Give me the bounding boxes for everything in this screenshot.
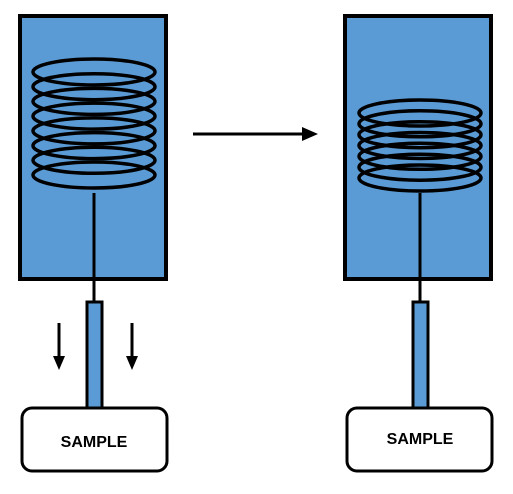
left-down-arrow-1	[53, 323, 65, 370]
left-spring-coil	[31, 130, 157, 161]
right-sample-label: SAMPLE	[387, 431, 454, 448]
left-spring-coil	[31, 145, 157, 176]
right-spring-coil	[357, 141, 483, 172]
right-spring-coil	[357, 130, 483, 161]
right-spring	[357, 98, 483, 193]
transition-arrow	[193, 127, 318, 141]
left-spring-coil	[31, 57, 157, 87]
right-spring-coil	[357, 163, 483, 193]
left-spring-coil	[31, 71, 157, 102]
right-sample-box	[345, 406, 494, 473]
left-spring-coil	[31, 86, 157, 117]
right-spring-coil	[357, 152, 483, 182]
left-assembly: SAMPLE	[18, 14, 169, 473]
left-sample-box	[20, 406, 169, 473]
left-spring-coil	[31, 116, 157, 146]
right-assembly: SAMPLE	[343, 14, 494, 473]
left-spring	[31, 57, 157, 190]
right-spring-coil	[357, 109, 483, 139]
left-down-arrow-2	[126, 323, 138, 370]
left-sample-label: SAMPLE	[61, 434, 128, 451]
right-spring-coil	[357, 119, 483, 150]
right-spring-coil	[357, 98, 483, 128]
left-spring-coil	[31, 101, 157, 131]
right-rod	[411, 300, 430, 420]
left-spring-coil	[31, 160, 157, 190]
left-rod	[85, 300, 104, 410]
